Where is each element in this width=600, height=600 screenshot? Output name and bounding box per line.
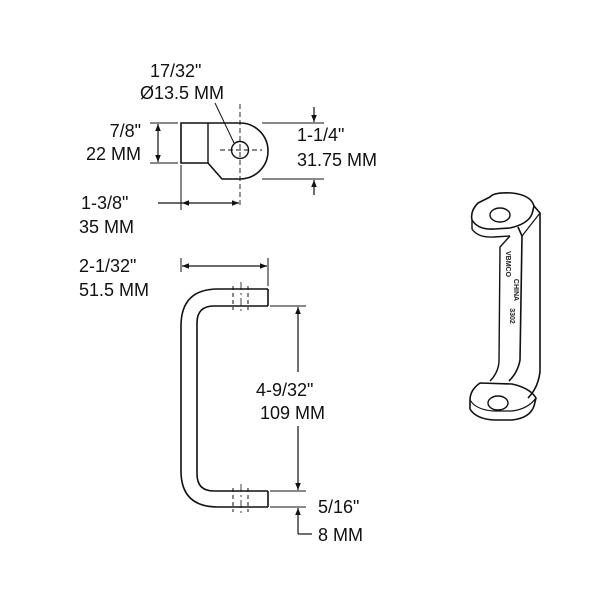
- foot-profile: [180, 122, 269, 180]
- handle-depth-metric: 51.5 MM: [79, 280, 149, 300]
- thickness-metric: 8 MM: [318, 525, 363, 545]
- hole-diameter-frac: 17/32": [150, 61, 201, 81]
- dimension-labels: 17/32" Ø13.5 MM 7/8" 22 MM 1-1/4" 31.75 …: [79, 61, 377, 545]
- hole-diameter-metric: Ø13.5 MM: [140, 83, 224, 103]
- center-distance-metric: 109 MM: [260, 403, 325, 423]
- foot-width-metric: 31.75 MM: [297, 150, 377, 170]
- handle-outer-edge: [180, 288, 268, 508]
- isometric-view: VBMCO CHINA 3302: [469, 192, 541, 421]
- thickness-frac: 5/16": [318, 497, 359, 517]
- iso-top-hole: [489, 207, 511, 223]
- hole-offset-metric: 35 MM: [79, 217, 134, 237]
- iso-strap-inner-edge: [489, 235, 511, 382]
- iso-top-foot-thickness: [471, 220, 511, 238]
- foot-width-frac: 1-1/4": [297, 125, 344, 145]
- hole-leader: [214, 102, 235, 144]
- foot-height-metric: 22 MM: [86, 144, 141, 164]
- handle-depth-frac: 2-1/32": [79, 256, 136, 276]
- marking-part-number: 3302: [508, 308, 515, 324]
- marking-origin: CHINA: [512, 279, 519, 301]
- iso-bottom-hole: [487, 395, 509, 411]
- center-distance-frac: 4-9/32": [256, 380, 313, 400]
- iso-strap-top-edge: [521, 212, 541, 237]
- top-view: [150, 102, 324, 210]
- foot-height-frac: 7/8": [110, 121, 141, 141]
- iso-top-foot: [470, 192, 535, 230]
- iso-strap: [508, 205, 541, 399]
- handle-inner-edge: [196, 305, 268, 492]
- marking-brand: VBMCO: [504, 251, 511, 278]
- hole-offset-frac: 1-3/8": [81, 193, 128, 213]
- iso-bottom-foot: [469, 382, 537, 421]
- iso-bottom-foot-edge: [469, 397, 537, 412]
- side-view: [180, 258, 312, 535]
